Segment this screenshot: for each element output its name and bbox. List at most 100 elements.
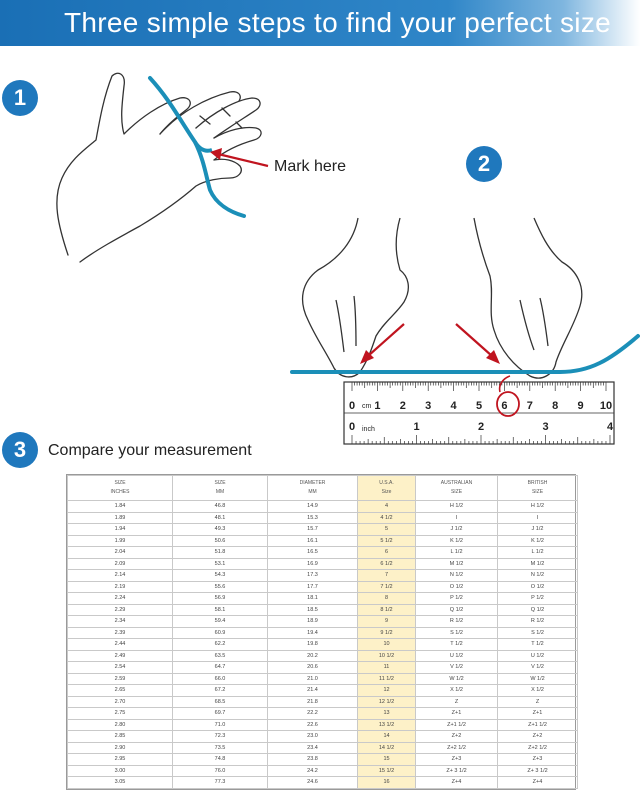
table-cell: 21.0 bbox=[267, 672, 358, 685]
compare-measurement-label: Compare your measurement bbox=[48, 442, 252, 459]
table-cell: 2.09 bbox=[67, 557, 173, 570]
mark-here-label: Mark here bbox=[274, 158, 347, 175]
cm-number: 0 bbox=[349, 400, 355, 412]
table-cell: 11 bbox=[357, 661, 416, 674]
table-cell: 67.2 bbox=[172, 684, 268, 697]
table-cell: 2.95 bbox=[67, 753, 173, 766]
table-cell: 54.3 bbox=[172, 569, 268, 582]
table-cell: 19.4 bbox=[267, 626, 358, 639]
cm-number: 5 bbox=[476, 400, 482, 412]
table-cell: 2.19 bbox=[67, 580, 173, 593]
inch-number: 0 bbox=[349, 421, 355, 433]
table-cell: Z+ 3 1/2 bbox=[497, 764, 578, 777]
step-one-badge: 1 bbox=[2, 80, 38, 116]
table-cell: 24.6 bbox=[267, 776, 358, 789]
table-cell: K 1/2 bbox=[415, 534, 498, 547]
table-cell: I bbox=[497, 511, 578, 524]
table-cell: 22.2 bbox=[267, 707, 358, 720]
table-cell: 10 1/2 bbox=[357, 649, 416, 662]
table-cell: 60.9 bbox=[172, 626, 268, 639]
table-cell: Z+3 bbox=[497, 753, 578, 766]
table-cell: Z+4 bbox=[497, 776, 578, 789]
table-cell: 20.6 bbox=[267, 661, 358, 674]
table-cell: 1.84 bbox=[67, 500, 173, 513]
table-cell: R 1/2 bbox=[415, 615, 498, 628]
left-mark-arrow-icon bbox=[360, 323, 405, 364]
cm-number: 4 bbox=[451, 400, 458, 412]
table-cell: 74.8 bbox=[172, 753, 268, 766]
table-cell: 59.4 bbox=[172, 615, 268, 628]
table-cell: 68.5 bbox=[172, 695, 268, 708]
table-cell: 15 1/2 bbox=[357, 764, 416, 777]
table-cell: 23.8 bbox=[267, 753, 358, 766]
table-cell: 9 bbox=[357, 615, 416, 628]
table-cell: U 1/2 bbox=[415, 649, 498, 662]
table-cell: O 1/2 bbox=[497, 580, 578, 593]
table-cell: 2.59 bbox=[67, 672, 173, 685]
table-cell: 12 1/2 bbox=[357, 695, 416, 708]
table-cell: K 1/2 bbox=[497, 534, 578, 547]
table-cell: P 1/2 bbox=[415, 592, 498, 605]
table-cell: Z+1 1/2 bbox=[497, 718, 578, 731]
table-cell: 4 1/2 bbox=[357, 511, 416, 524]
table-cell: 2.49 bbox=[67, 649, 173, 662]
table-cell: 20.2 bbox=[267, 649, 358, 662]
table-header-cell: U.S.A.Size bbox=[357, 475, 416, 501]
table-cell: 23.4 bbox=[267, 741, 358, 754]
table-cell: 15 bbox=[357, 753, 416, 766]
measurement-circle-mark bbox=[496, 391, 520, 417]
table-cell: 9 1/2 bbox=[357, 626, 416, 639]
table-cell: Z+3 bbox=[415, 753, 498, 766]
table-cell: 18.9 bbox=[267, 615, 358, 628]
table-cell: 5 bbox=[357, 523, 416, 536]
table-cell: 3.05 bbox=[67, 776, 173, 789]
table-cell: 62.2 bbox=[172, 638, 268, 651]
inch-number: 1 bbox=[413, 421, 419, 433]
cm-number: 7 bbox=[527, 400, 533, 412]
table-cell: 6 1/2 bbox=[357, 557, 416, 570]
hand-icon bbox=[56, 72, 262, 263]
table-cell: 16.5 bbox=[267, 546, 358, 559]
cm-number: 8 bbox=[552, 400, 558, 412]
table-cell: 48.1 bbox=[172, 511, 268, 524]
table-cell: W 1/2 bbox=[415, 672, 498, 685]
table-cell: 16.1 bbox=[267, 534, 358, 547]
table-cell: J 1/2 bbox=[497, 523, 578, 536]
table-cell: Z bbox=[415, 695, 498, 708]
table-cell: 1.99 bbox=[67, 534, 173, 547]
table-cell: R 1/2 bbox=[497, 615, 578, 628]
table-cell: Z+2 1/2 bbox=[497, 741, 578, 754]
table-cell: 2.90 bbox=[67, 741, 173, 754]
inch-number: 2 bbox=[478, 421, 484, 433]
table-cell: Z+ 3 1/2 bbox=[415, 764, 498, 777]
table-cell: 21.8 bbox=[267, 695, 358, 708]
table-cell: 6 bbox=[357, 546, 416, 559]
table-cell: Z+1 bbox=[415, 707, 498, 720]
table-cell: 16 bbox=[357, 776, 416, 789]
right-mark-arrow-icon bbox=[455, 323, 500, 364]
step-two-badge: 2 bbox=[466, 146, 502, 182]
table-cell: 18.1 bbox=[267, 592, 358, 605]
table-cell: Z+4 bbox=[415, 776, 498, 789]
table-cell: 2.04 bbox=[67, 546, 173, 559]
table-cell: 17.7 bbox=[267, 580, 358, 593]
table-cell: 23.0 bbox=[267, 730, 358, 743]
